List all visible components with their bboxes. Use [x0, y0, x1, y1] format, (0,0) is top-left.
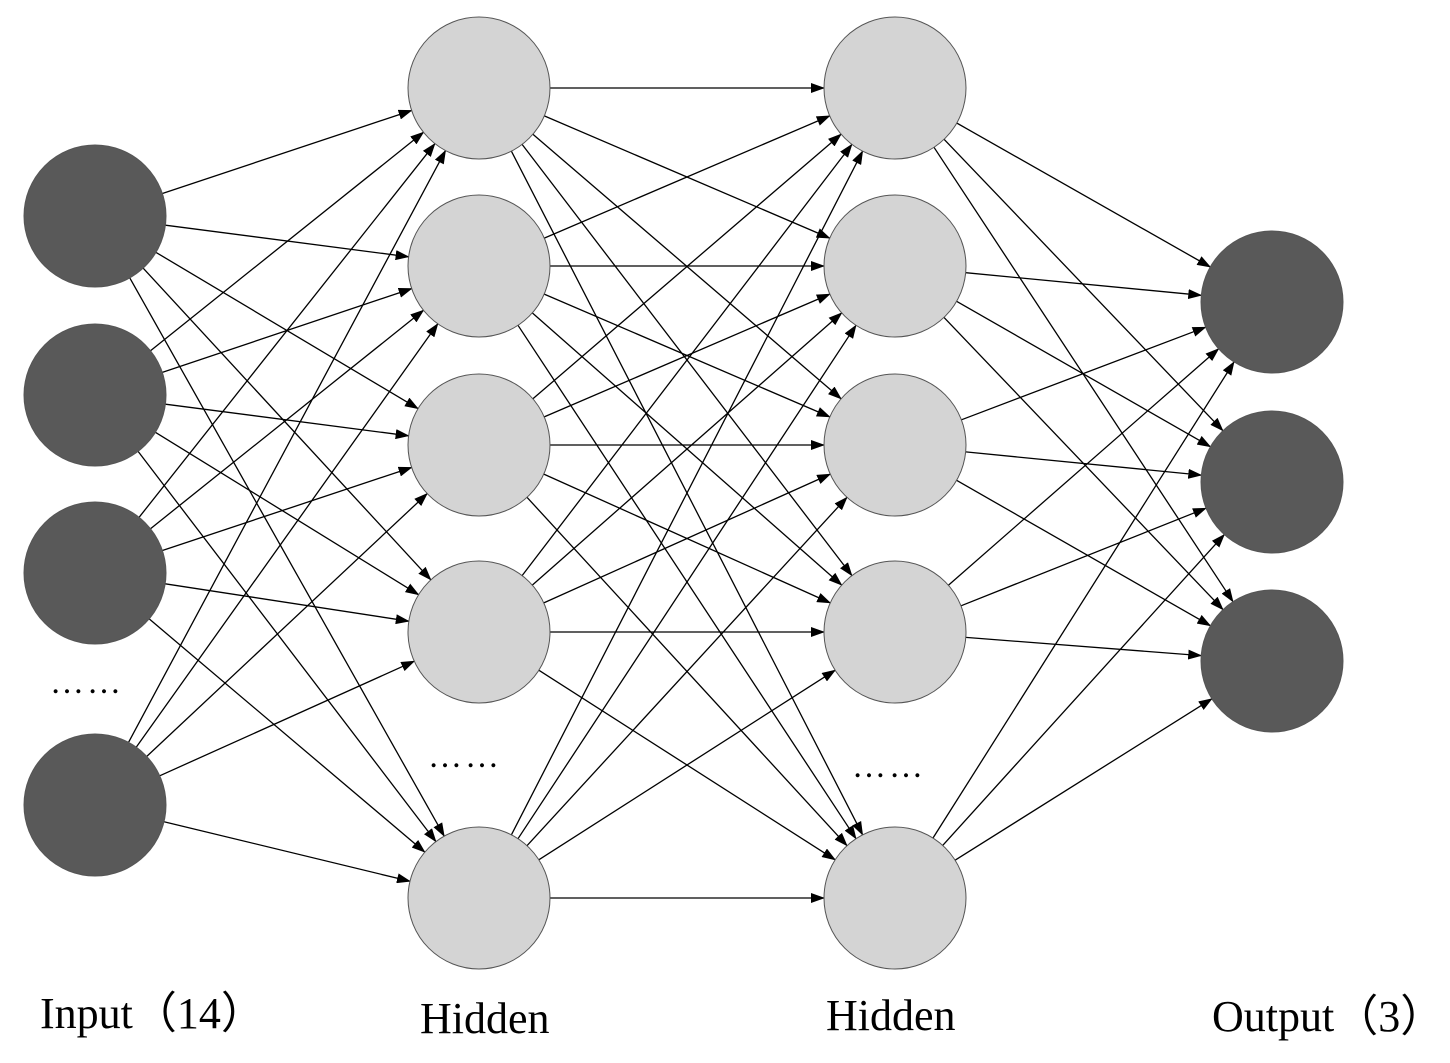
edge-l0-2-to-1 [150, 309, 425, 530]
hidden-layer-2-label: Hidden [826, 991, 956, 1040]
node-layer1-4 [407, 826, 551, 970]
hidden-layer-1-ellipsis: …… [428, 738, 502, 775]
edge-l2-4-to-1 [942, 533, 1225, 846]
edge-l2-2-to-1 [965, 451, 1203, 479]
node-layer0-2 [23, 501, 167, 645]
edge-l2-1-to-0 [965, 272, 1203, 300]
edge-l1-3-to-2 [543, 473, 832, 604]
edge-l2-0-to-0 [956, 122, 1212, 268]
node-layer2-3 [823, 560, 967, 704]
edge-l0-0-to-0 [162, 109, 413, 195]
node-layer3-1 [1200, 410, 1344, 554]
edge-l2-3-to-2 [965, 636, 1203, 660]
input-layer-ellipsis: …… [50, 664, 124, 701]
node-layer0-3 [23, 733, 167, 877]
edge-l2-4-to-0 [932, 361, 1235, 839]
edge-l1-4-to-0 [510, 150, 864, 836]
edge-l0-2-to-3 [165, 583, 410, 625]
edge-l0-3-to-4 [163, 821, 411, 884]
neurons [23, 16, 1344, 970]
input-layer-label: Input（14） [40, 989, 265, 1038]
edge-l0-1-to-0 [150, 131, 425, 352]
edge-l2-3-to-1 [960, 507, 1207, 607]
node-layer1-1 [407, 194, 551, 338]
edge-l0-1-to-4 [137, 451, 437, 843]
node-layer2-1 [823, 194, 967, 338]
node-layer0-1 [23, 323, 167, 467]
edge-l2-0-to-1 [943, 138, 1224, 432]
edge-l1-2-to-0 [532, 133, 842, 400]
edge-l0-3-to-3 [159, 660, 416, 777]
node-layer2-0 [823, 16, 967, 160]
edge-l0-0-to-4 [129, 277, 445, 837]
edge-l2-4-to-2 [954, 698, 1213, 861]
edge-l1-2-to-1 [543, 293, 831, 418]
edge-l0-1-to-3 [155, 431, 420, 596]
edge-l0-2-to-2 [162, 466, 413, 552]
edge-l2-2-to-0 [961, 326, 1207, 421]
connections [127, 83, 1235, 903]
hidden-layer-2-ellipsis: …… [852, 748, 926, 785]
node-layer1-3 [407, 560, 551, 704]
edge-l1-3-to-1 [531, 312, 843, 586]
edge-l2-3-to-0 [947, 348, 1220, 586]
edge-l1-1-to-0 [544, 115, 831, 239]
node-layer2-4 [823, 826, 967, 970]
edge-l0-2-to-4 [148, 618, 426, 853]
node-layer3-2 [1200, 589, 1344, 733]
edge-l0-0-to-3 [142, 267, 432, 581]
node-layer0-0 [23, 144, 167, 288]
node-layer3-0 [1200, 230, 1344, 374]
node-layer1-0 [407, 16, 551, 160]
edge-l1-4-to-1 [517, 324, 857, 840]
hidden-layer-1-label: Hidden [420, 994, 550, 1043]
edge-l1-4-to-3 [538, 669, 837, 861]
node-layer1-2 [407, 373, 551, 517]
node-layer2-2 [823, 373, 967, 517]
edge-l1-3-to-0 [521, 143, 853, 576]
edge-l0-2-to-0 [138, 142, 436, 518]
output-layer-label: Output（3） [1212, 992, 1445, 1041]
edge-l0-3-to-1 [135, 322, 439, 748]
edge-l0-3-to-0 [127, 149, 447, 743]
edge-l1-4-to-2 [526, 496, 848, 847]
edge-l2-2-to-2 [956, 479, 1212, 627]
edge-l0-3-to-2 [146, 492, 428, 757]
